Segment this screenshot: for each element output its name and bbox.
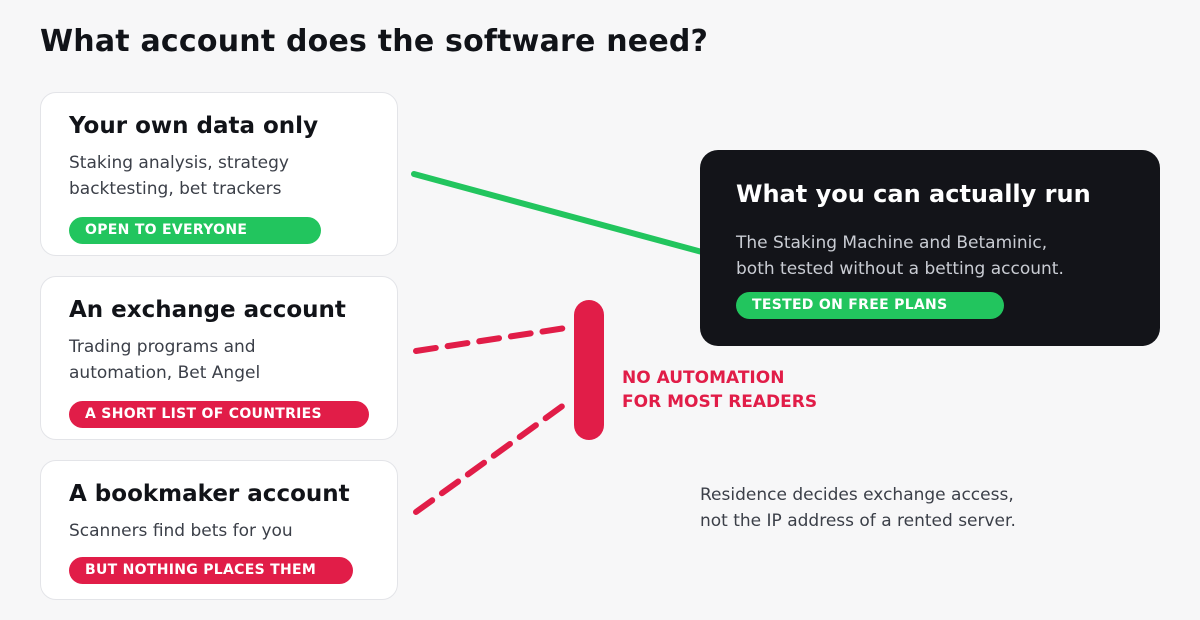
blocked-note: NO AUTOMATION FOR MOST READERS bbox=[622, 366, 817, 414]
bookmaker-blocked-connector bbox=[413, 399, 571, 515]
card-description: Staking analysis, strategy backtesting, … bbox=[69, 150, 369, 202]
blocked-barrier bbox=[574, 300, 604, 440]
card-line: automation, Bet Angel bbox=[69, 363, 261, 383]
result-line: both tested without a betting account. bbox=[736, 259, 1064, 279]
footnote-line: Residence decides exchange access, bbox=[700, 485, 1014, 505]
allowed-connector bbox=[411, 171, 705, 255]
exchange-blocked-connector bbox=[413, 324, 575, 354]
card-bookmaker-account: A bookmaker account Scanners find bets f… bbox=[40, 460, 398, 600]
card-line: backtesting, bet trackers bbox=[69, 179, 282, 199]
result-heading: What you can actually run bbox=[736, 180, 1091, 208]
badge-tested-on-free-plans: TESTED ON FREE PLANS bbox=[736, 292, 1004, 319]
result-description: The Staking Machine and Betaminic, both … bbox=[736, 230, 1124, 282]
card-description: Scanners find bets for you bbox=[69, 518, 369, 544]
blocked-note-line: FOR MOST READERS bbox=[622, 392, 818, 412]
card-line: Trading programs and bbox=[69, 337, 256, 357]
footnote: Residence decides exchange access, not t… bbox=[700, 482, 1016, 534]
card-heading: Your own data only bbox=[69, 113, 319, 139]
badge-nothing-places-them: BUT NOTHING PLACES THEM bbox=[69, 557, 353, 584]
card-exchange-account: An exchange account Trading programs and… bbox=[40, 276, 398, 440]
card-heading: A bookmaker account bbox=[69, 481, 350, 507]
result-line: The Staking Machine and Betaminic, bbox=[736, 233, 1048, 253]
card-line: Scanners find bets for you bbox=[69, 521, 293, 541]
result-panel: What you can actually run The Staking Ma… bbox=[700, 150, 1160, 346]
card-description: Trading programs and automation, Bet Ang… bbox=[69, 334, 369, 386]
page-title: What account does the software need? bbox=[40, 24, 709, 59]
badge-open-to-everyone: OPEN TO EVERYONE bbox=[69, 217, 321, 244]
footnote-line: not the IP address of a rented server. bbox=[700, 511, 1016, 531]
badge-short-list-of-countries: A SHORT LIST OF COUNTRIES bbox=[69, 401, 369, 428]
card-own-data: Your own data only Staking analysis, str… bbox=[40, 92, 398, 256]
card-heading: An exchange account bbox=[69, 297, 346, 323]
card-line: Staking analysis, strategy bbox=[69, 153, 289, 173]
blocked-note-line: NO AUTOMATION bbox=[622, 368, 785, 388]
